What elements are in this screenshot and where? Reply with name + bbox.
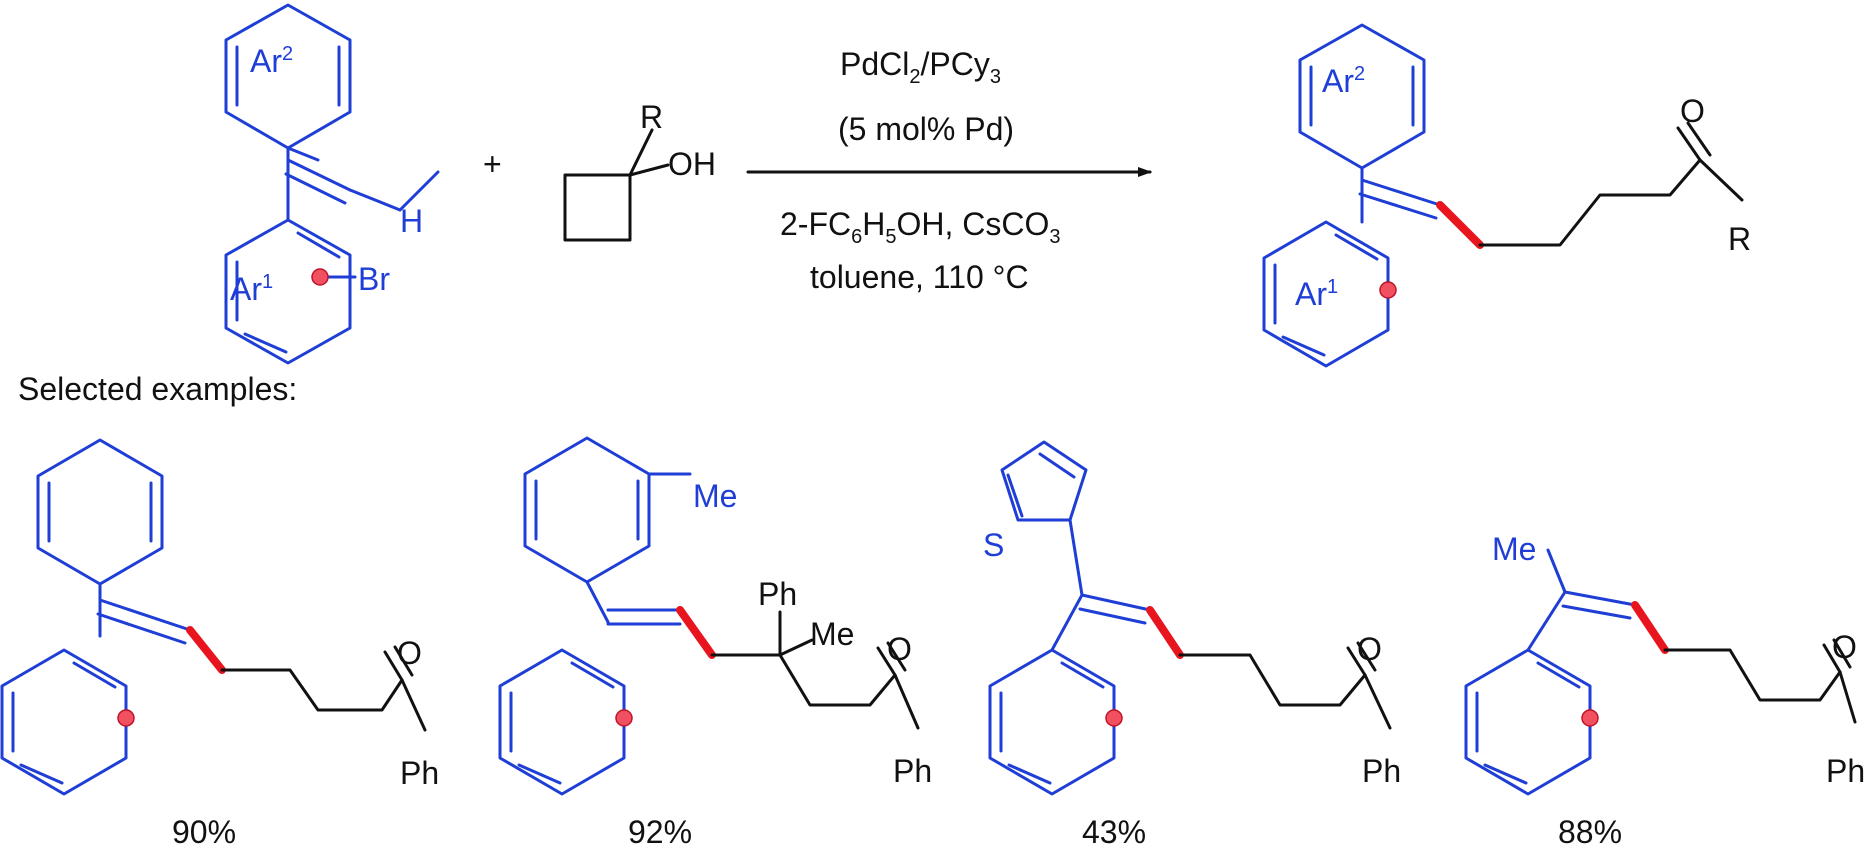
product-ar1-ring	[1262, 220, 1390, 368]
conditions-catalyst: PdCl2/PCy3	[840, 46, 1001, 88]
ex2-o-label: O	[887, 631, 912, 667]
product-ar2-label: Ar2	[1322, 63, 1365, 99]
ex1-yield: 90%	[172, 814, 236, 850]
ex4-o-label: O	[1832, 629, 1857, 665]
ex2-me2-label: Me	[810, 616, 854, 652]
product-r-label: R	[1728, 221, 1751, 257]
example-1: O Ph 90%	[0, 438, 439, 850]
product-reactive-site-dot	[1379, 281, 1397, 299]
ex3-o-label: O	[1357, 631, 1382, 667]
examples-heading: Selected examples:	[18, 371, 297, 407]
ar1-label: Ar1	[230, 271, 273, 307]
plus-sign: +	[483, 146, 502, 182]
reactive-site-dot	[311, 268, 329, 286]
product-ar2-ring	[1298, 23, 1426, 170]
product-ar1-label: Ar1	[1295, 276, 1338, 312]
example-2: Me Ph Me O Ph 92%	[498, 436, 932, 850]
ex4-yield: 88%	[1558, 814, 1622, 850]
br-label: Br	[358, 261, 390, 297]
ex2-ph-sub-label: Ph	[758, 576, 797, 612]
reactant-cyclobutanol: R OH	[563, 99, 716, 242]
ex3-s-label: S	[983, 527, 1004, 563]
r-label: R	[640, 99, 663, 135]
vinyl-bond	[286, 158, 352, 192]
ex1-ph-label: Ph	[400, 755, 439, 791]
oh-label: OH	[668, 146, 716, 182]
ex3-ph-label: Ph	[1362, 753, 1401, 789]
product: Ar2 Ar1 O R	[1262, 23, 1751, 368]
ex1-o-label: O	[397, 635, 422, 671]
ex2-ph-label: Ph	[893, 753, 932, 789]
h-label: H	[400, 203, 423, 239]
product-o-label: O	[1680, 93, 1705, 129]
ar2-label: Ar2	[250, 43, 293, 79]
ex2-me-label: Me	[693, 478, 737, 514]
ex4-ph-label: Ph	[1826, 753, 1865, 789]
conditions-additives: 2-FC6H5OH, CsCO3	[780, 206, 1060, 248]
ar1-ring	[224, 218, 352, 365]
reaction-arrow-group: PdCl2/PCy3 (5 mol% Pd) 2-FC6H5OH, CsCO3 …	[746, 46, 1152, 295]
conditions-loading: (5 mol% Pd)	[838, 111, 1014, 147]
ar2-ring	[224, 3, 352, 150]
ex4-me-label: Me	[1492, 531, 1536, 567]
new-cc-bond	[1436, 201, 1484, 249]
example-3: S O Ph 43%	[983, 440, 1401, 850]
ex2-yield: 92%	[628, 814, 692, 850]
example-4: Me O Ph 88%	[1464, 531, 1865, 850]
reactant-vinyl-bromide: Ar2 H Ar1 Br	[224, 3, 440, 365]
ex3-yield: 43%	[1082, 814, 1146, 850]
conditions-solvent-temp: toluene, 110 °C	[810, 259, 1029, 295]
